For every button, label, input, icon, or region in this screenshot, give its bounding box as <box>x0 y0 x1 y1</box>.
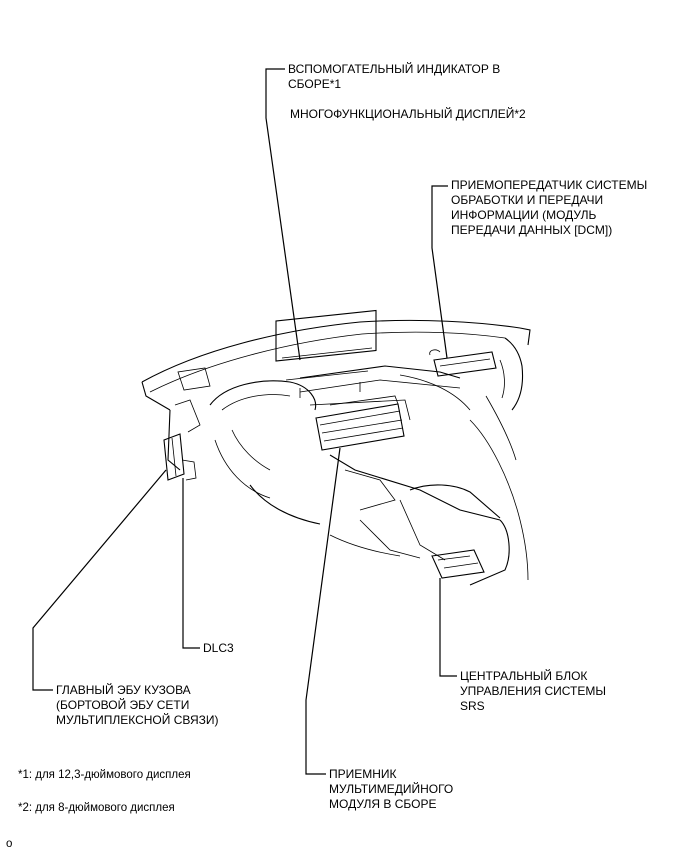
footnote-2: *2: для 8-дюймового дисплея <box>18 802 175 814</box>
main-body-ecu-unit <box>163 433 197 481</box>
multimedia-label: ПРИЕМНИК МУЛЬТИМЕДИЙНОГО МОДУЛЯ В СБОРЕ <box>329 767 454 811</box>
multimedia-receiver-unit <box>315 395 405 451</box>
multi-display-label: МНОГОФУНКЦИОНАЛЬНЫЙ ДИСПЛЕЙ*2 <box>290 107 526 121</box>
footnote-1: *1: для 12,3-дюймового дисплея <box>18 769 191 781</box>
srs-unit <box>431 549 485 579</box>
dashboard-outline <box>141 319 531 586</box>
srs-label: ЦЕНТРАЛЬНЫЙ БЛОК УПРАВЛЕНИЯ СИСТЕМЫ SRS <box>460 669 607 713</box>
dlc3-label: DLC3 <box>203 641 234 655</box>
dcm-label: ПРИЕМОПЕРЕДАТЧИК СИСТЕМЫ ОБРАБОТКИ И ПЕР… <box>451 178 648 237</box>
corner-mark: o <box>6 838 13 850</box>
aux-display-unit <box>275 309 377 398</box>
body-ecu-label: ГЛАВНЫЙ ЭБУ КУЗОВА (БОРТОВОЙ ЭБУ СЕТИ МУ… <box>56 683 219 727</box>
dcm-unit <box>429 349 497 377</box>
aux-indicator-label: ВСПОМОГАТЕЛЬНЫЙ ИНДИКАТОР В СБОРЕ*1 <box>288 62 501 91</box>
leader-lines <box>32 68 457 775</box>
